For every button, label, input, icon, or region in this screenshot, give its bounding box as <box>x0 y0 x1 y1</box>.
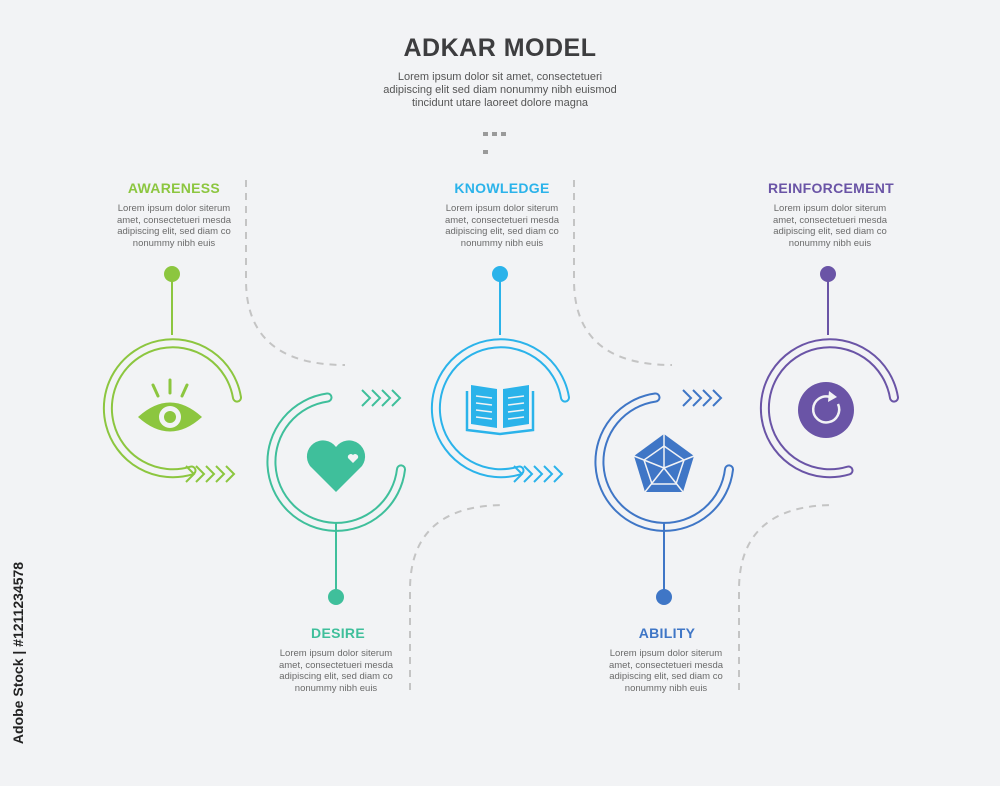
description-line: nonummy nibh euis <box>624 682 708 694</box>
stock-watermark: Adobe Stock | #1211234578 <box>6 545 30 775</box>
reinforcement-title: REINFORCEMENT <box>767 180 894 196</box>
desire-pin-dot <box>328 589 344 605</box>
arrow-chevrons <box>185 465 236 483</box>
reinforcement-node <box>759 266 899 479</box>
awareness-node <box>102 266 242 483</box>
reinforcement-description: Lorem ipsum dolor siterum amet, consecte… <box>760 203 900 249</box>
description-line: Lorem ipsum dolor siterum <box>445 203 559 214</box>
arrow-chevrons <box>682 389 723 407</box>
description-line: amet, consectetueri mesda <box>444 214 560 226</box>
open-book-icon <box>465 385 535 436</box>
page-title: ADKAR MODEL <box>403 34 597 62</box>
ability-node <box>594 389 734 605</box>
reinforcement-pin-dot <box>820 266 836 282</box>
description-line: amet, consectetueri mesda <box>772 214 888 226</box>
dashed-connector <box>245 180 346 366</box>
awareness-description: Lorem ipsum dolor siterum amet, consecte… <box>104 203 244 249</box>
watermark-text: Adobe Stock | #1211234578 <box>10 561 26 745</box>
description-line: nonummy nibh euis <box>132 237 216 249</box>
arrow-chevrons <box>361 389 402 407</box>
refresh-icon <box>798 382 854 438</box>
ability-description: Lorem ipsum dolor siterum amet, consecte… <box>596 648 736 694</box>
knowledge-node <box>430 266 570 483</box>
description-line: adipiscing elit, sed diam co <box>117 226 231 237</box>
description-line: adipiscing elit, sed diam co <box>279 671 393 682</box>
knowledge-pin-dot <box>492 266 508 282</box>
description-line: amet, consectetueri mesda <box>278 659 394 671</box>
description-line: nonummy nibh euis <box>460 237 544 249</box>
knowledge-title: KNOWLEDGE <box>454 180 550 196</box>
awareness-title: AWARENESS <box>127 180 221 196</box>
ability-title: ABILITY <box>638 625 696 641</box>
awareness-pin-dot <box>164 266 180 282</box>
title-divider-dots <box>483 123 517 154</box>
dashed-connector <box>409 504 506 690</box>
subtitle-line: Lorem ipsum dolor sit amet, consectetuer… <box>397 71 603 83</box>
pentagon-web-icon <box>633 434 695 493</box>
desire-title: DESIRE <box>311 625 365 641</box>
description-line: adipiscing elit, sed diam co <box>445 226 559 237</box>
desire-node <box>266 389 406 605</box>
description-line: Lorem ipsum dolor siterum <box>773 203 887 214</box>
description-line: adipiscing elit, sed diam co <box>773 226 887 237</box>
description-line: nonummy nibh euis <box>294 682 378 694</box>
dashed-connector <box>573 180 673 366</box>
description-line: amet, consectetueri mesda <box>608 659 724 671</box>
heart-icon <box>306 440 366 492</box>
description-line: amet, consectetueri mesda <box>116 214 232 226</box>
description-line: Lorem ipsum dolor siterum <box>117 203 231 214</box>
description-line: adipiscing elit, sed diam co <box>609 671 723 682</box>
dashed-connector <box>738 504 836 690</box>
page-subtitle: Lorem ipsum dolor sit amet, consectetuer… <box>350 71 650 110</box>
ability-pin-dot <box>656 589 672 605</box>
description-line: Lorem ipsum dolor siterum <box>279 648 393 659</box>
description-line: nonummy nibh euis <box>788 237 872 249</box>
eye-icon <box>138 378 202 432</box>
desire-description: Lorem ipsum dolor siterum amet, consecte… <box>266 648 406 694</box>
subtitle-line: tincidunt utare laoreet dolore magna <box>411 97 589 109</box>
arrow-chevrons <box>513 465 564 483</box>
dashed-connectors <box>245 180 836 690</box>
description-line: Lorem ipsum dolor siterum <box>609 648 723 659</box>
subtitle-line: adipiscing elit sed diam nonummy nibh eu… <box>383 84 617 96</box>
knowledge-description: Lorem ipsum dolor siterum amet, consecte… <box>432 203 572 249</box>
